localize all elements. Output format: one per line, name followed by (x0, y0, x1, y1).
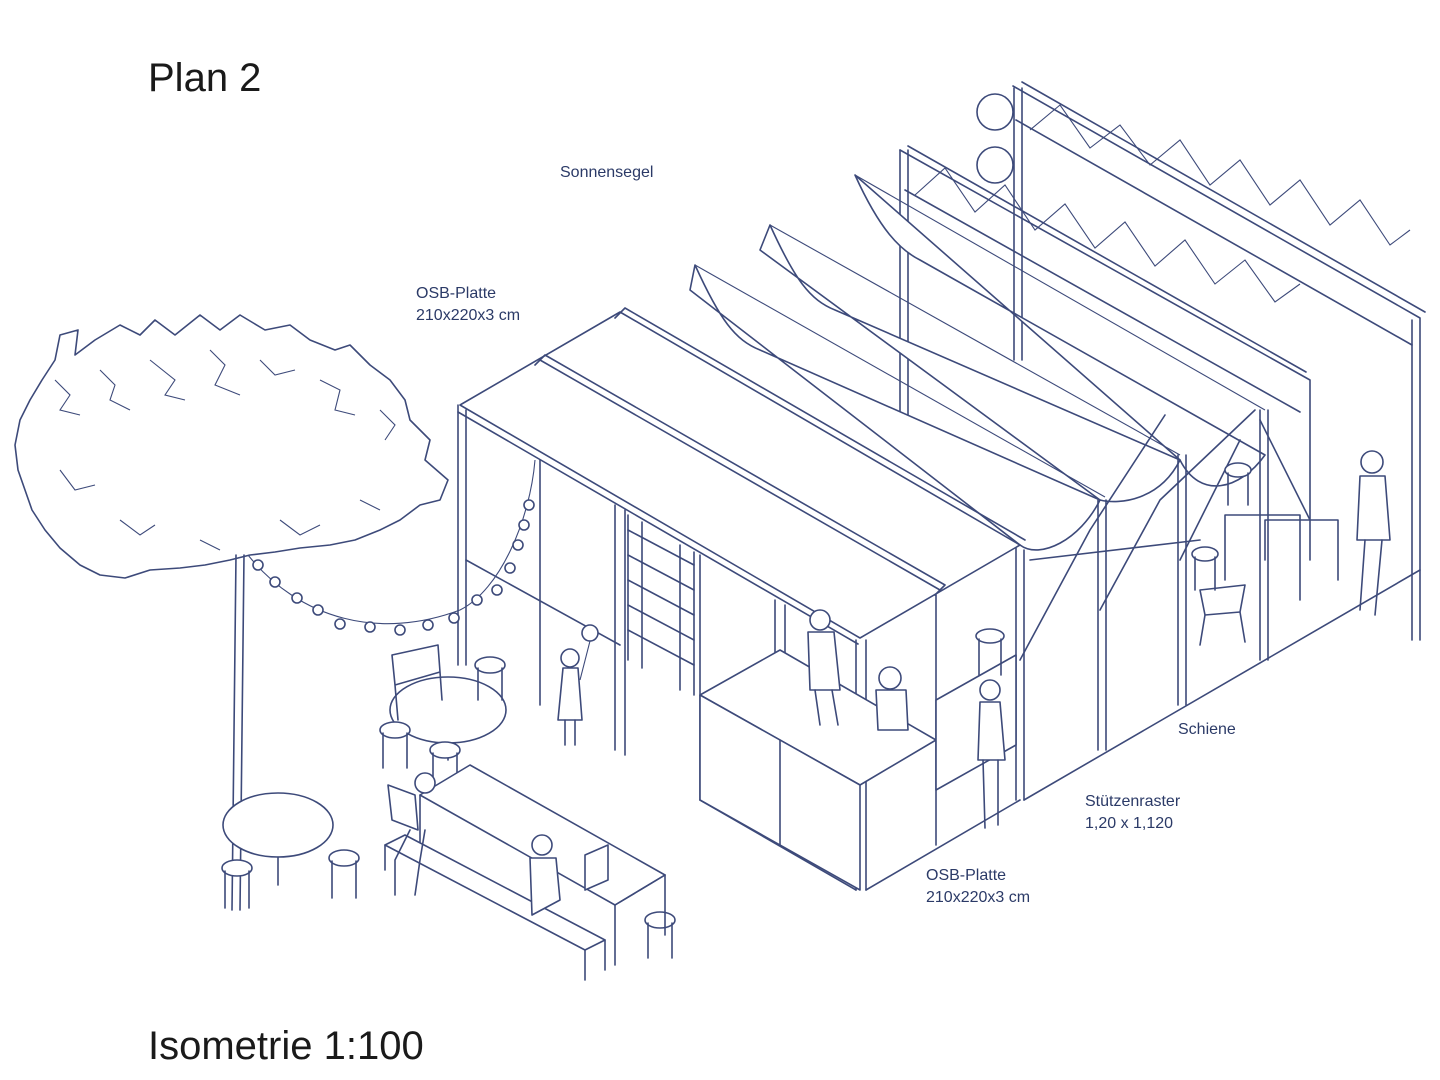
osb-top-label-line1: OSB-Platte (416, 285, 497, 302)
bar-counter (699, 649, 1017, 891)
column-grid-label: Stützenraster 1,20 x 1,120 (1085, 791, 1180, 835)
person-behind-bar (807, 609, 841, 726)
person-reading (387, 772, 436, 896)
string-lights (247, 459, 536, 636)
tree (14, 314, 449, 911)
sun-sail-label: Sonnensegel (560, 164, 654, 181)
scale-title: Isometrie 1:100 (148, 1024, 424, 1068)
table-round-2 (222, 792, 334, 886)
person-standing-right (1356, 450, 1391, 616)
lamp (976, 146, 1014, 184)
osb-bottom-label-line2: 210x220x3 cm (926, 889, 1031, 906)
long-table (384, 764, 666, 981)
person-child (557, 624, 599, 746)
osb-top-label-line2: 210x220x3 cm (416, 307, 521, 324)
lamp (976, 93, 1014, 131)
chairs (391, 514, 1339, 721)
shelf-unit (627, 514, 695, 696)
pavilion-roof (457, 307, 1026, 645)
stools (221, 462, 1252, 959)
person-waiter (977, 679, 1006, 829)
osb-bottom-label-line1: OSB-Platte (926, 867, 1007, 884)
column-grid-label-line1: Stützenraster (1085, 793, 1181, 810)
sun-sails (689, 174, 1266, 551)
person-laptop (529, 834, 609, 916)
rail-label: Schiene (1178, 721, 1236, 738)
osb-bottom-label: OSB-Platte 210x220x3 cm (926, 865, 1030, 909)
truss-frame-middle (899, 145, 1311, 561)
column-grid-label-line2: 1,20 x 1,120 (1085, 815, 1174, 832)
plan-title: Plan 2 (148, 56, 262, 100)
person-bartender (875, 666, 909, 731)
osb-top-label: OSB-Platte 210x220x3 cm (416, 283, 520, 327)
